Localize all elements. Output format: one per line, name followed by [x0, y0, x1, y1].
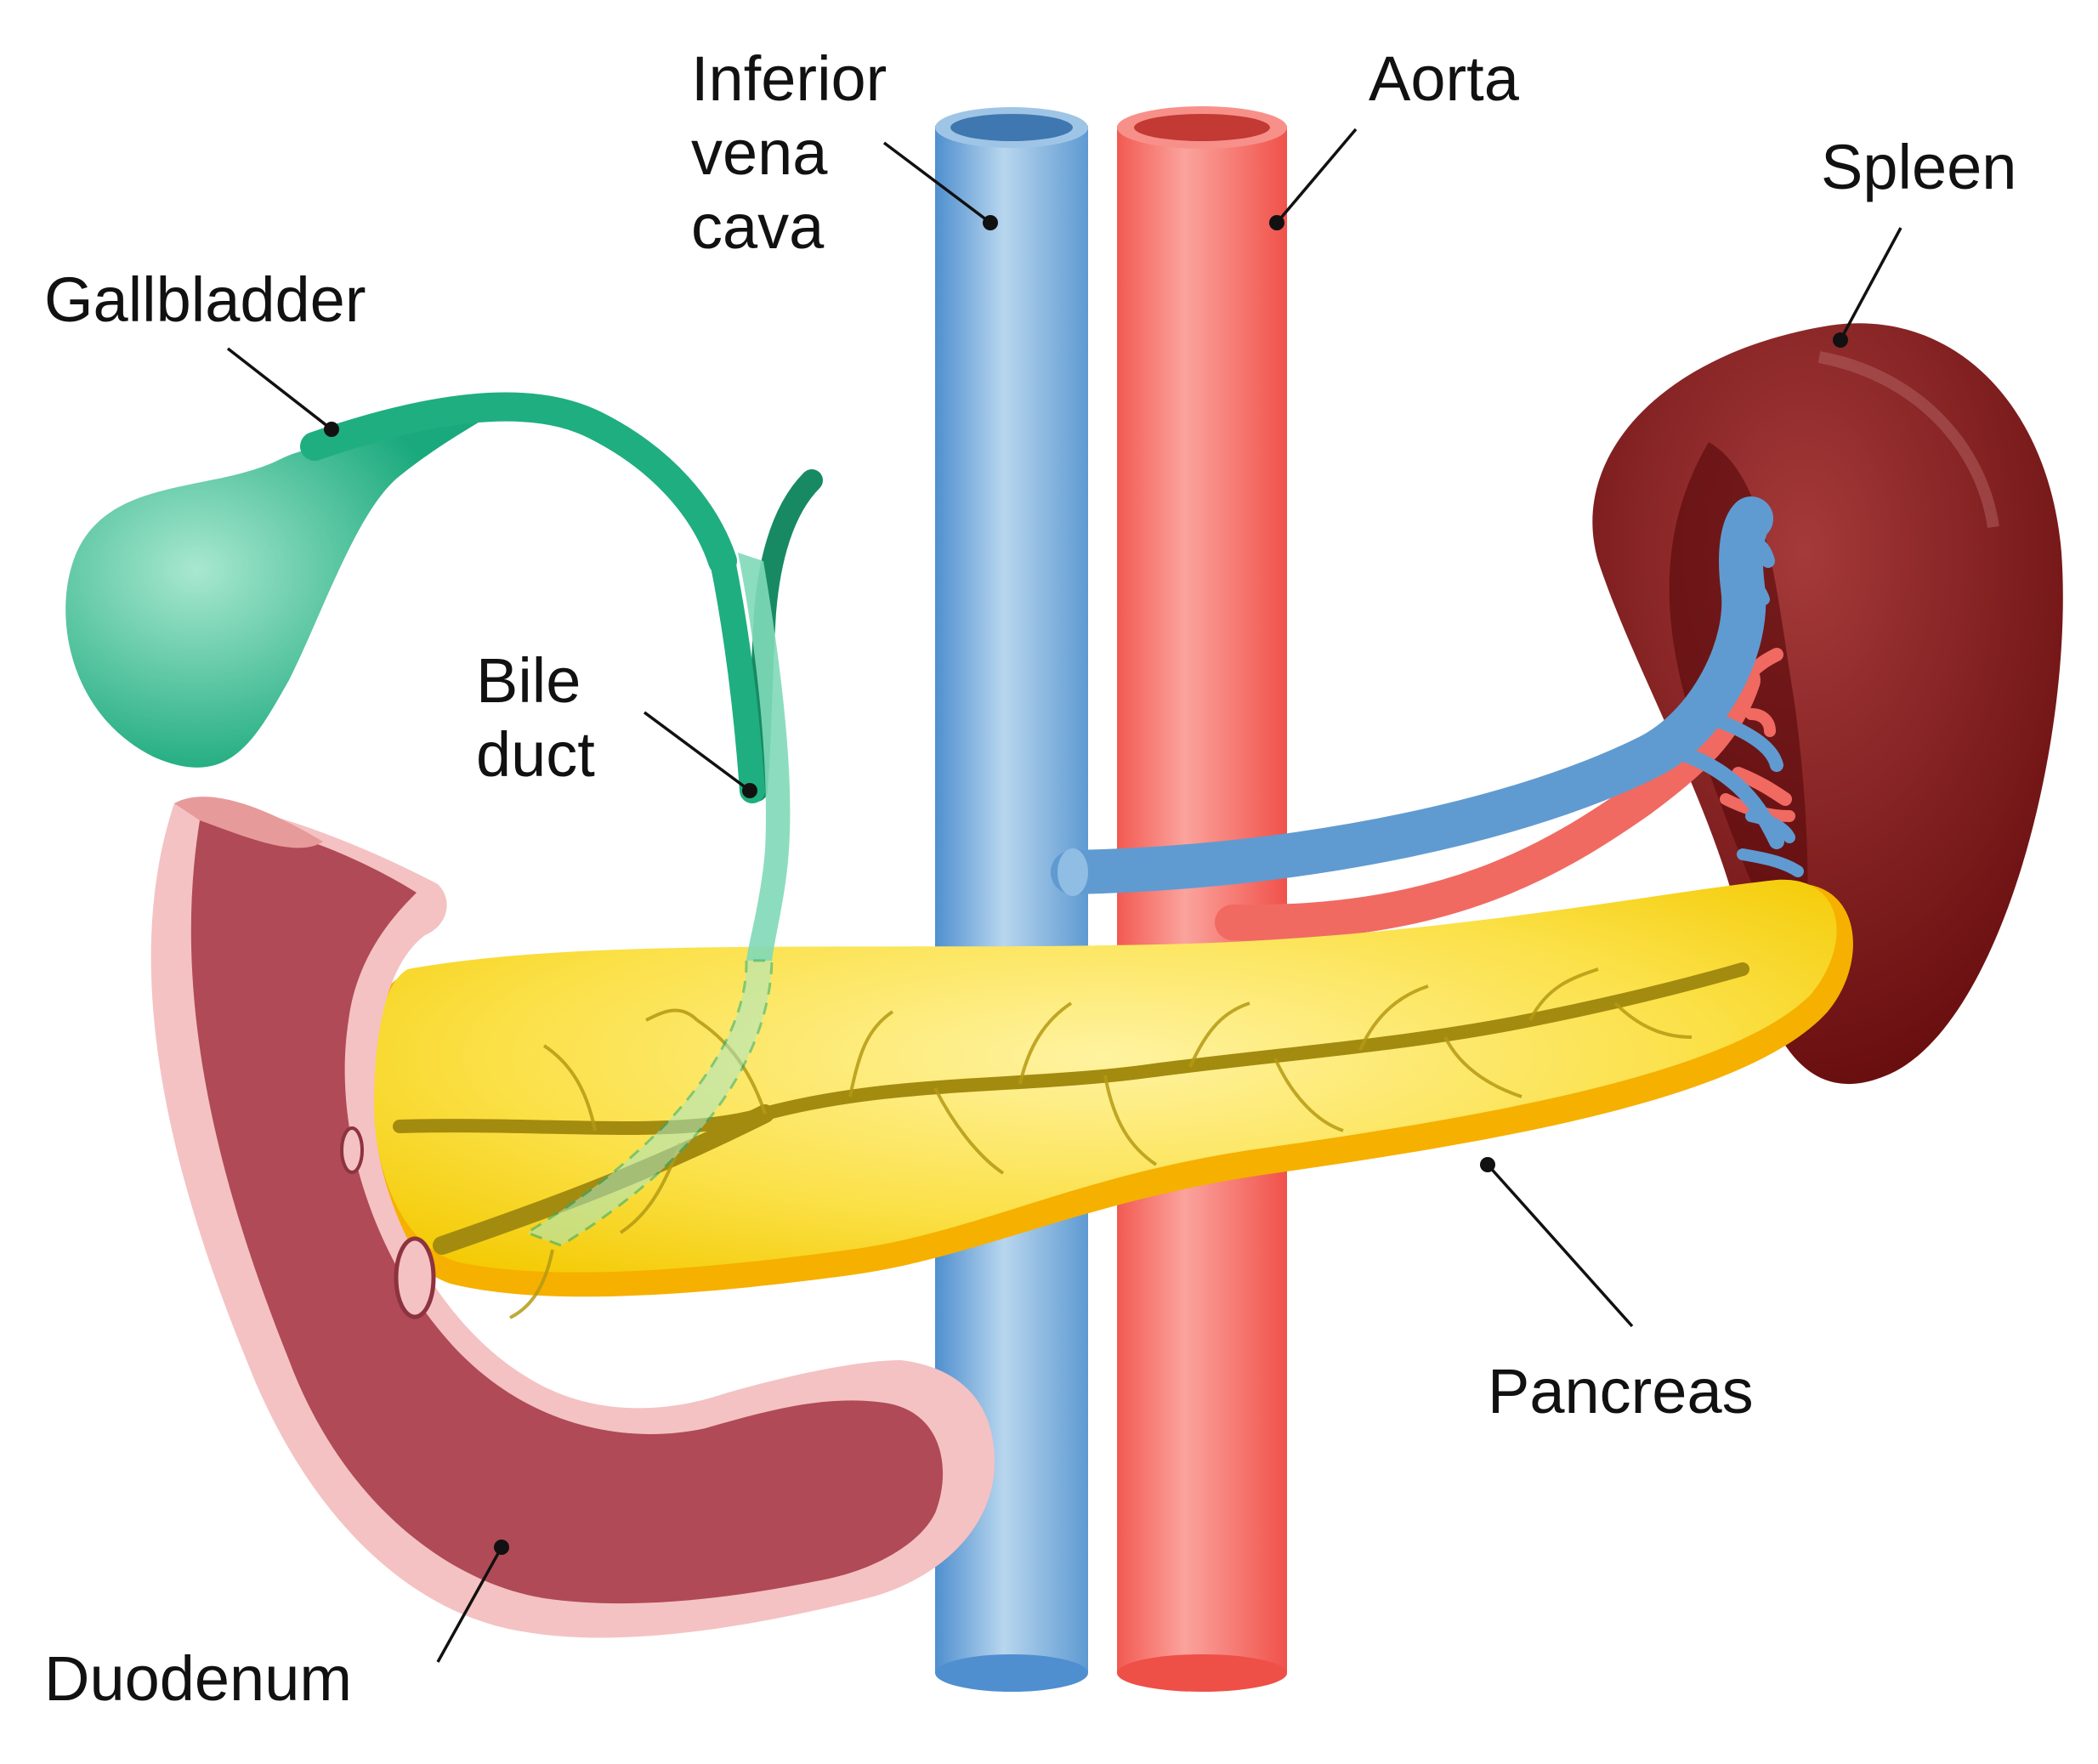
ivc-leader-dot	[983, 215, 998, 230]
bile-duct	[524, 553, 791, 1247]
label-ivc-line3: cava	[691, 191, 825, 262]
leader-lines	[226, 128, 1902, 1663]
aorta-leader	[1275, 128, 1358, 224]
label-bile-duct-line2: duct	[476, 719, 595, 790]
label-ivc-line1: Inferior	[691, 43, 887, 114]
label-bile-duct-line1: Bile	[476, 645, 581, 716]
aorta	[1117, 106, 1287, 1692]
label-duodenum: Duodenum	[44, 1643, 352, 1714]
aorta-leader-dot	[1269, 215, 1284, 230]
splenic-vein	[1051, 496, 1804, 896]
label-ivc-line2: vena	[691, 117, 828, 188]
gallbladder-leader	[226, 347, 333, 431]
duodenum	[150, 797, 995, 1638]
pancreas-leader-dot	[1480, 1157, 1495, 1172]
label-aorta: Aorta	[1369, 43, 1520, 114]
label-gallbladder: Gallbladder	[44, 264, 366, 335]
label-spleen: Spleen	[1821, 132, 2016, 202]
duodenum-leader	[436, 1546, 503, 1663]
duodenum-leader-dot	[494, 1540, 509, 1555]
bile-duct-leader-dot	[742, 783, 757, 798]
pancreas-leader	[1486, 1163, 1634, 1328]
bile-duct-leader	[643, 711, 751, 792]
ivc-leader	[882, 141, 992, 224]
spleen-leader-dot	[1833, 332, 1848, 348]
splenic-artery	[1215, 648, 1795, 941]
gallbladder	[65, 408, 502, 768]
gallbladder-leader-dot	[324, 422, 339, 437]
labels: Inferior vena cava Aorta Spleen Gallblad…	[44, 43, 2016, 1714]
spleen-leader	[1839, 227, 1902, 341]
pancreas	[363, 879, 1853, 1319]
label-pancreas: Pancreas	[1488, 1356, 1754, 1427]
